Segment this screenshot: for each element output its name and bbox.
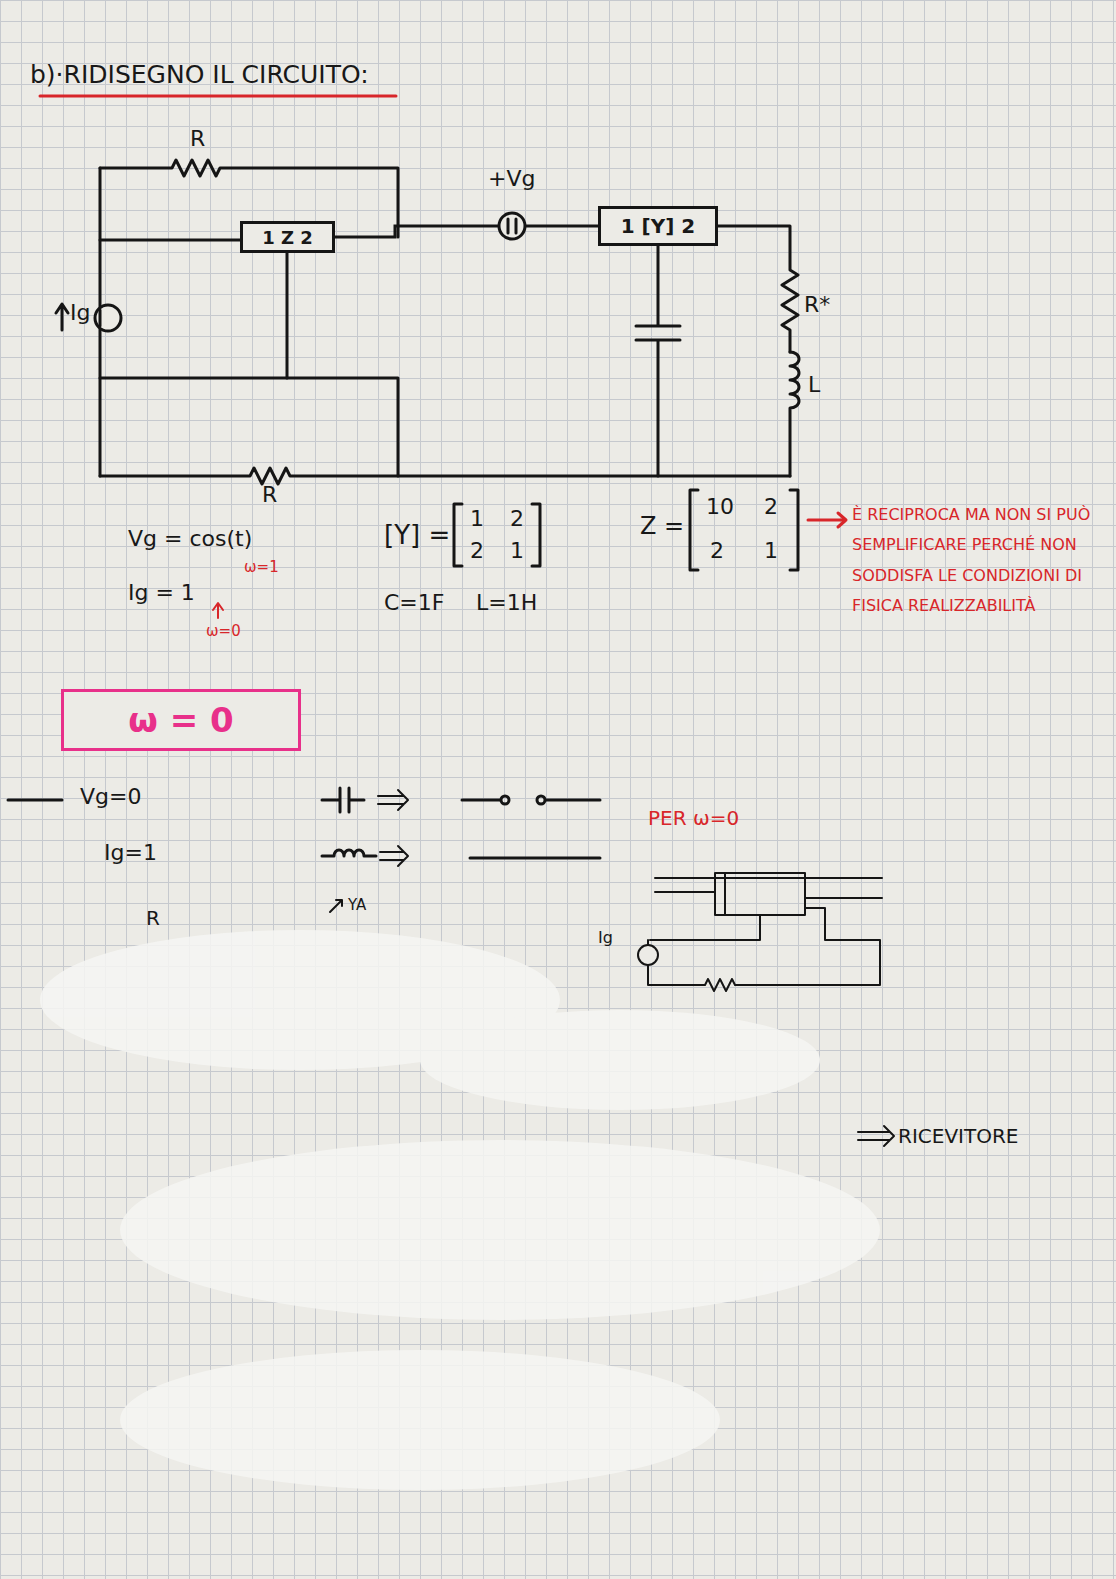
section-note: PER ω=0 <box>648 806 739 830</box>
matrix-cell: 1 <box>470 506 484 532</box>
box-text: 1 Z 2 <box>262 227 313 248</box>
source-label: +Vg <box>488 166 535 192</box>
matrix-cell: 2 <box>710 538 724 564</box>
equation-text: Ig=1 <box>104 840 157 866</box>
equation-text: Vg = cos(t) <box>128 526 252 552</box>
component-label: R* <box>804 292 830 318</box>
z-two-port-box: 1 Z 2 <box>240 221 335 253</box>
component-label: R <box>190 126 205 152</box>
red-note: È RECIPROCA MA NON SI PUÒ SEMPLIFICARE P… <box>852 500 1108 622</box>
component-label: L <box>808 372 820 398</box>
matrix-cell: 10 <box>706 494 734 520</box>
box-text: 1 [Y] 2 <box>621 214 696 238</box>
matrix-cell: 2 <box>470 538 484 564</box>
matrix-cell: 1 <box>764 538 778 564</box>
box-text: ω = 0 <box>128 700 233 740</box>
matrix-name: [Y] = <box>384 520 450 551</box>
note-text: RICEVITORE <box>898 1124 1018 1148</box>
matrix-cell: 2 <box>764 494 778 520</box>
component-label: R <box>262 482 277 508</box>
erased-area <box>40 930 880 1490</box>
equation-text: Vg=0 <box>80 784 141 810</box>
page-title: b)·RIDISEGNO IL CIRCUITO: <box>30 60 369 90</box>
equation-text: Ig = 1 <box>128 580 195 606</box>
note-text: YA <box>348 896 366 914</box>
wire <box>335 226 598 237</box>
parameter-value: C=1F <box>384 590 444 616</box>
parameter-value: L=1H <box>476 590 537 616</box>
frequency-note: ω=0 <box>206 622 241 640</box>
matrix-name: Z = <box>640 512 684 541</box>
component-label: R <box>146 906 160 930</box>
matrix-cell: 1 <box>510 538 524 564</box>
y-two-port-box: 1 [Y] 2 <box>598 206 718 246</box>
frequency-note: ω=1 <box>244 558 279 576</box>
matrix-cell: 2 <box>510 506 524 532</box>
omega-zero-box: ω = 0 <box>61 689 301 751</box>
source-label: Ig <box>70 300 90 326</box>
source-label: Ig <box>598 928 613 947</box>
